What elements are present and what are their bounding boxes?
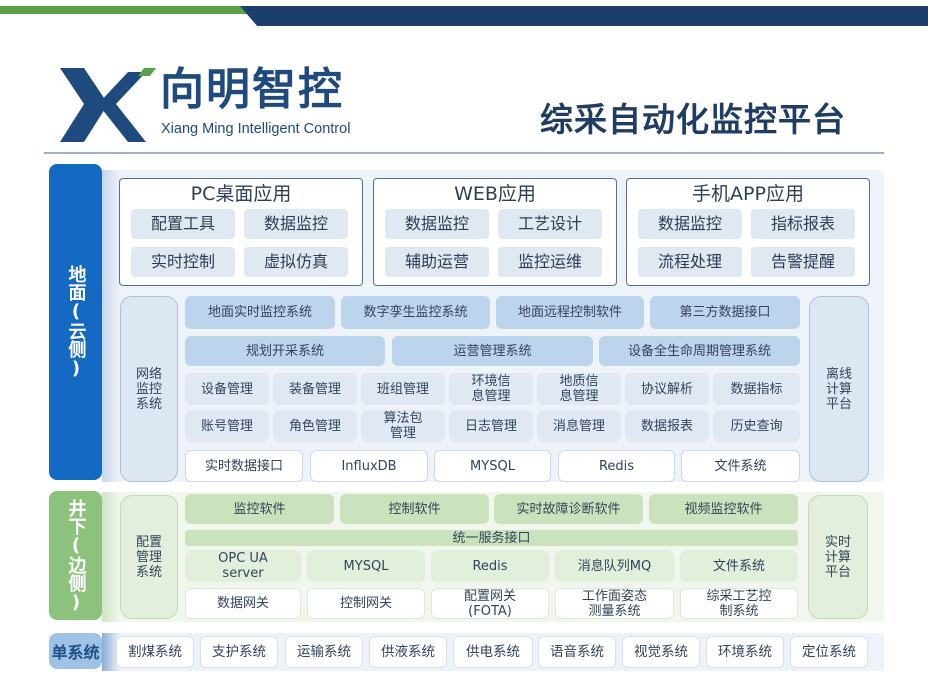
header-bar-green: [0, 6, 250, 14]
ground-module[interactable]: 数据报表: [625, 410, 709, 442]
underground-gateway[interactable]: 控制网关: [307, 588, 425, 619]
app-item[interactable]: 辅助运营: [385, 247, 489, 277]
ground-panel-shade: [102, 170, 120, 482]
header-bar-navy: [240, 6, 928, 26]
network-monitor-label: 网络监控系统: [135, 366, 162, 412]
ground-system[interactable]: 运营管理系统: [392, 336, 593, 366]
underground-software[interactable]: 控制软件: [340, 494, 489, 524]
app-group-title: PC桌面应用: [190, 183, 292, 205]
ground-module[interactable]: 历史查询: [713, 410, 800, 442]
realtime-compute-label: 实时计算平台: [824, 534, 851, 580]
app-item[interactable]: 告警提醒: [751, 247, 855, 277]
title-divider: [44, 152, 884, 154]
app-item[interactable]: 配置工具: [131, 209, 235, 239]
app-item[interactable]: 工艺设计: [498, 209, 602, 239]
underground-data-store[interactable]: OPC UA server: [185, 550, 301, 582]
app-item[interactable]: 指标报表: [751, 209, 855, 239]
underground-data-store[interactable]: MYSQL: [307, 550, 425, 582]
ground-system[interactable]: 地面远程控制软件: [496, 296, 644, 329]
ground-module[interactable]: 环境信息管理: [449, 373, 533, 405]
app-item[interactable]: 实时控制: [131, 247, 235, 277]
layer-label-underground: 井下(边侧): [49, 491, 102, 620]
offline-compute-platform[interactable]: 离线计算平台: [809, 296, 869, 482]
underground-software[interactable]: 实时故障诊断软件: [494, 494, 643, 524]
ground-system[interactable]: 规划开采系统: [185, 336, 385, 366]
layer-label-ground: 地面(云侧): [49, 164, 102, 480]
underground-gateway[interactable]: 数据网关: [185, 588, 301, 619]
app-group-title: WEB应用: [454, 183, 536, 205]
single-system[interactable]: 语音系统: [538, 636, 616, 668]
ground-module[interactable]: 班组管理: [361, 373, 445, 405]
ground-system[interactable]: 第三方数据接口: [650, 296, 800, 329]
realtime-compute-platform[interactable]: 实时计算平台: [808, 495, 868, 619]
single-system[interactable]: 供电系统: [453, 636, 533, 668]
underground-software[interactable]: 视频监控软件: [649, 494, 798, 524]
ground-module[interactable]: 地质信息管理: [537, 373, 621, 405]
ground-module[interactable]: 设备管理: [185, 373, 269, 405]
single-system[interactable]: 定位系统: [790, 636, 868, 668]
ground-system[interactable]: 设备全生命周期管理系统: [599, 336, 800, 366]
config-management-system[interactable]: 配置管理系统: [120, 495, 178, 619]
ground-module[interactable]: 数据指标: [713, 373, 800, 405]
app-group-pc: PC桌面应用 配置工具 数据监控 实时控制 虚拟仿真: [119, 178, 363, 286]
app-item[interactable]: 数据监控: [638, 209, 742, 239]
network-monitor-system[interactable]: 网络监控系统: [120, 296, 178, 482]
brand-name-cn: 向明智控: [160, 64, 344, 115]
config-management-label: 配置管理系统: [135, 534, 162, 580]
unified-service-interface[interactable]: 统一服务接口: [185, 530, 798, 546]
logo-x-icon: [60, 68, 156, 142]
ground-module[interactable]: 协议解析: [625, 373, 709, 405]
underground-gateway[interactable]: 配置网关(FOTA): [431, 588, 549, 619]
ground-data-store[interactable]: 文件系统: [681, 450, 800, 482]
underground-data-store[interactable]: Redis: [431, 550, 549, 582]
ground-data-store[interactable]: InfluxDB: [310, 450, 428, 482]
single-panel-shade: [102, 633, 120, 671]
app-group-web: WEB应用 数据监控 工艺设计 辅助运营 监控运维: [373, 178, 617, 286]
underground-data-store[interactable]: 消息队列MQ: [555, 550, 674, 582]
single-system[interactable]: 视觉系统: [622, 636, 700, 668]
ground-data-store[interactable]: 实时数据接口: [185, 450, 303, 482]
app-item[interactable]: 数据监控: [244, 209, 348, 239]
ground-module[interactable]: 消息管理: [537, 410, 621, 442]
single-system[interactable]: 运输系统: [285, 636, 363, 668]
app-group-title: 手机APP应用: [692, 183, 804, 205]
underground-panel-shade: [102, 492, 120, 622]
underground-data-store[interactable]: 文件系统: [680, 550, 798, 582]
layer-label-single: 单系统: [49, 633, 102, 669]
ground-module[interactable]: 账号管理: [185, 410, 269, 442]
underground-software[interactable]: 监控软件: [185, 494, 334, 524]
app-item[interactable]: 监控运维: [498, 247, 602, 277]
brand-name-en: Xiang Ming Intelligent Control: [161, 121, 351, 137]
ground-module[interactable]: 角色管理: [273, 410, 357, 442]
single-system[interactable]: 供液系统: [369, 636, 447, 668]
ground-module[interactable]: 日志管理: [449, 410, 533, 442]
ground-module[interactable]: 算法包管理: [361, 410, 445, 442]
page-title: 综采自动化监控平台: [540, 100, 846, 139]
underground-subsystem[interactable]: 工作面姿态测量系统: [555, 588, 674, 619]
app-group-mobile: 手机APP应用 数据监控 指标报表 流程处理 告警提醒: [626, 178, 870, 286]
ground-data-store[interactable]: MYSQL: [434, 450, 551, 482]
underground-subsystem[interactable]: 综采工艺控制系统: [680, 588, 798, 619]
offline-compute-label: 离线计算平台: [825, 366, 852, 412]
ground-data-store[interactable]: Redis: [558, 450, 675, 482]
single-system[interactable]: 支护系统: [200, 636, 278, 668]
app-item[interactable]: 数据监控: [385, 209, 489, 239]
ground-module[interactable]: 装备管理: [273, 373, 357, 405]
ground-system[interactable]: 地面实时监控系统: [185, 296, 335, 329]
app-item[interactable]: 虚拟仿真: [244, 247, 348, 277]
ground-system[interactable]: 数字孪生监控系统: [341, 296, 490, 329]
single-system[interactable]: 环境系统: [706, 636, 784, 668]
single-system[interactable]: 割煤系统: [116, 636, 194, 668]
app-item[interactable]: 流程处理: [638, 247, 742, 277]
